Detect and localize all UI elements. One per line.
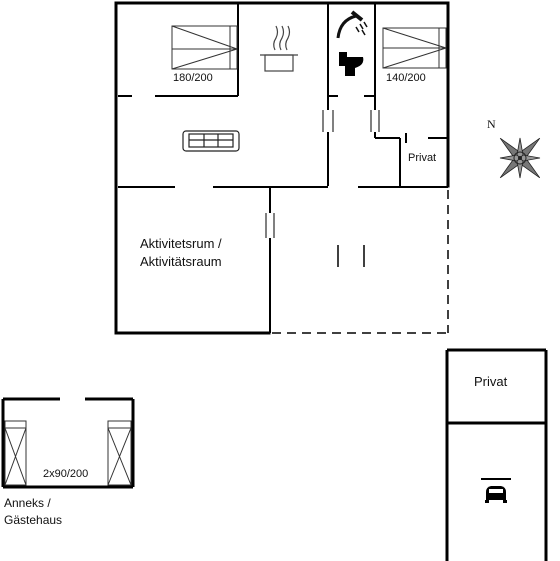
toilet-icon xyxy=(339,52,364,76)
terrace-outline xyxy=(272,190,449,334)
car-icon xyxy=(481,478,511,503)
activity-room-label-2: Aktivitätsraum xyxy=(140,254,222,269)
private-area-walls xyxy=(445,348,548,561)
activity-room-label-1: Aktivitetsrum / xyxy=(140,236,222,251)
bed-size-label-140: 140/200 xyxy=(386,72,426,84)
compass-rose-icon xyxy=(499,137,541,179)
bed-icon xyxy=(382,27,447,69)
annex-bed-icon xyxy=(4,420,132,486)
private-room-label: Privat xyxy=(408,152,437,164)
double-bed-icon xyxy=(171,25,238,70)
annex-label-2: Gästehaus xyxy=(4,513,63,527)
main-house-walls xyxy=(114,1,450,335)
annex-bed-label: 2x90/200 xyxy=(43,468,89,480)
door-marks xyxy=(265,110,380,238)
sofa-icon xyxy=(182,130,240,152)
annex-label-1: Anneks / xyxy=(4,496,51,510)
north-label: N xyxy=(487,117,496,131)
terrace-posts xyxy=(337,245,365,267)
bed-size-label-180: 180/200 xyxy=(173,72,213,84)
interior-walls xyxy=(118,3,448,333)
stove-icon xyxy=(260,25,298,72)
shower-icon xyxy=(336,10,368,39)
private-area-label: Privat xyxy=(474,374,508,389)
annex-walls xyxy=(1,397,135,489)
